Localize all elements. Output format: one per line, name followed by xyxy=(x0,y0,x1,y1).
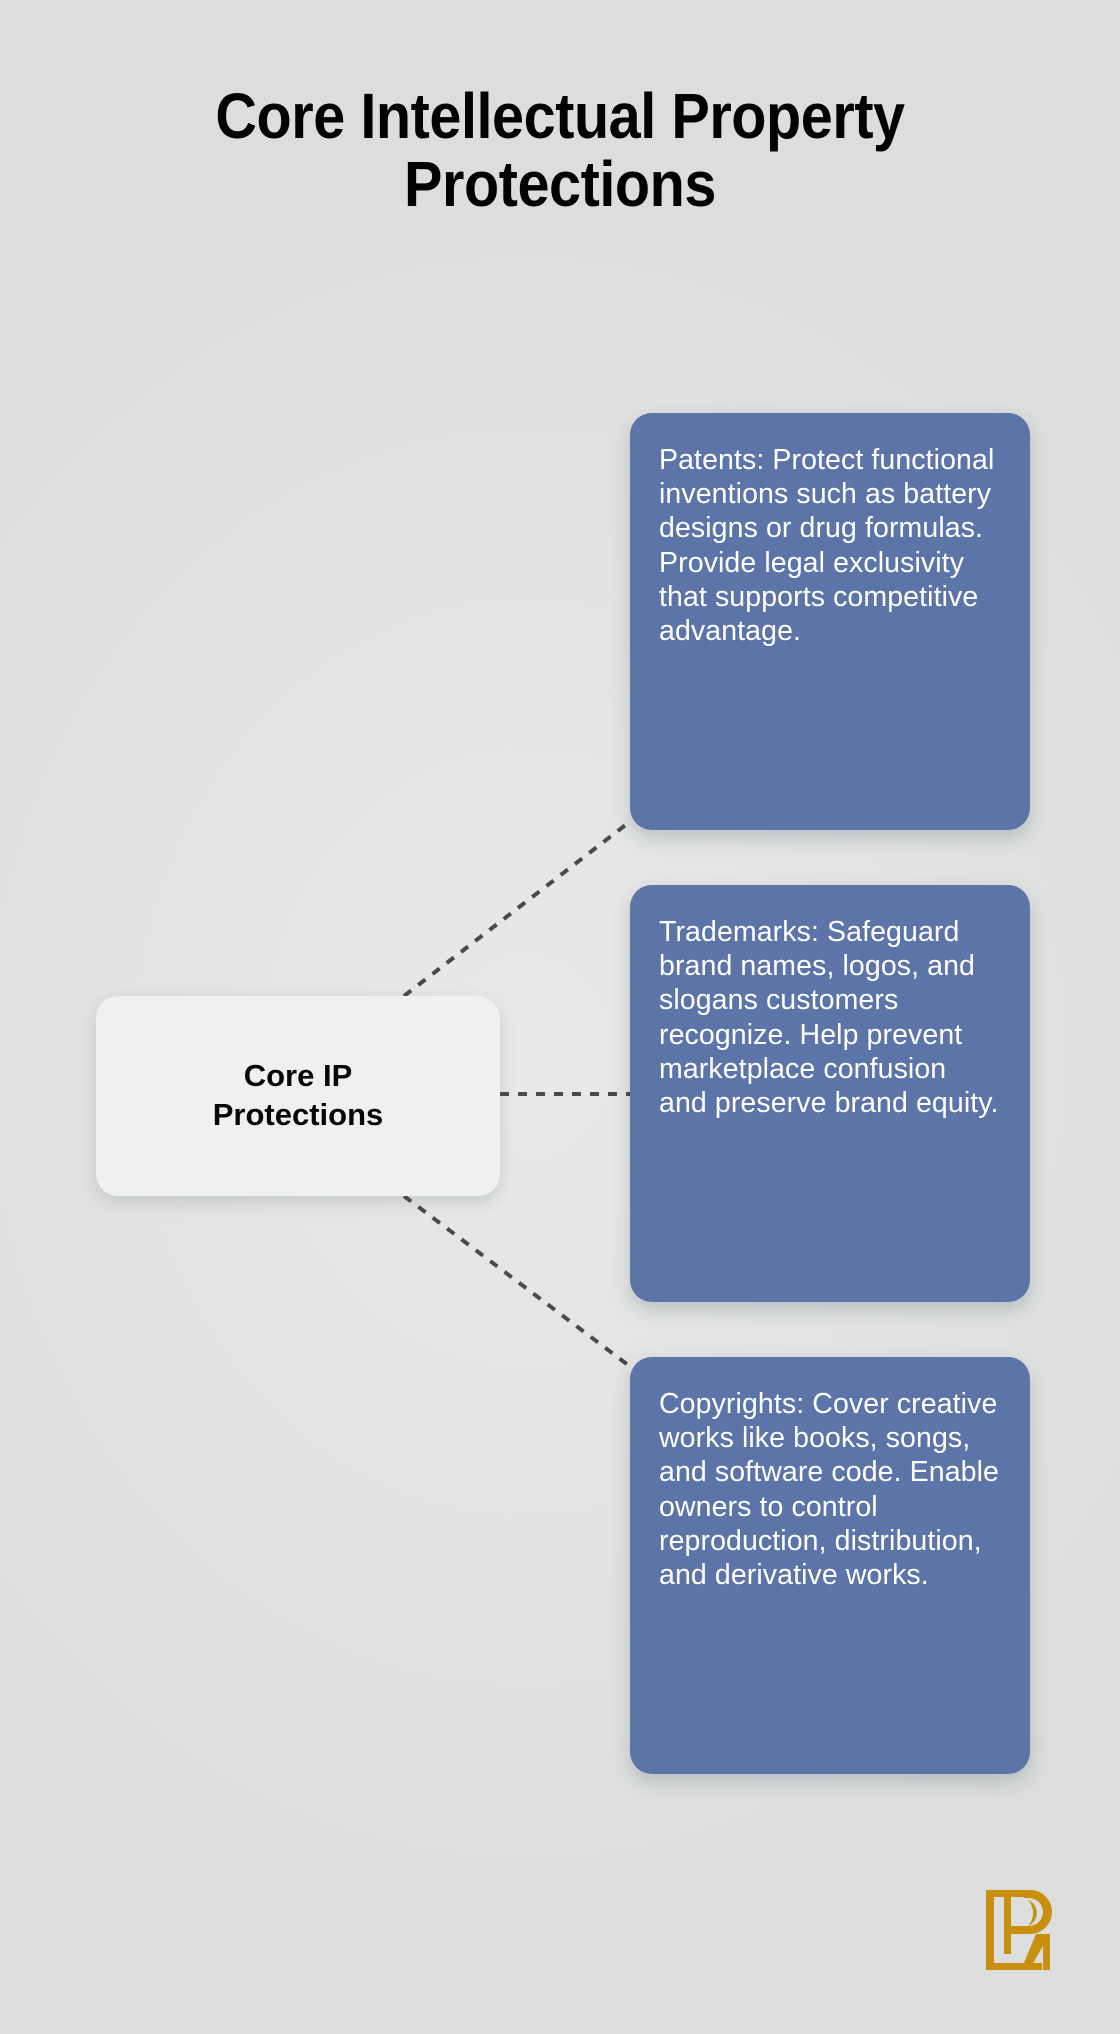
page-title: Core Intellectual Property Protections xyxy=(215,80,905,221)
center-node[interactable]: Core IP Protections xyxy=(96,996,500,1196)
branch-card-patents[interactable]: Patents: Protect functional inventions s… xyxy=(630,413,1030,830)
branch-card-copyrights[interactable]: Copyrights: Cover creative works like bo… xyxy=(630,1357,1030,1774)
branch-card-text: Copyrights: Cover creative works like bo… xyxy=(659,1388,999,1591)
connector-to-copyrights xyxy=(402,1194,634,1370)
branch-card-trademarks[interactable]: Trademarks: Safeguard brand names, logos… xyxy=(630,885,1030,1302)
branch-card-text: Trademarks: Safeguard brand names, logos… xyxy=(659,916,999,1119)
branch-card-text: Patents: Protect functional inventions s… xyxy=(659,444,995,647)
center-node-label: Core IP Protections xyxy=(212,1058,384,1132)
connector-to-patents xyxy=(402,818,634,998)
pl-monogram-logo xyxy=(986,1890,1052,1970)
